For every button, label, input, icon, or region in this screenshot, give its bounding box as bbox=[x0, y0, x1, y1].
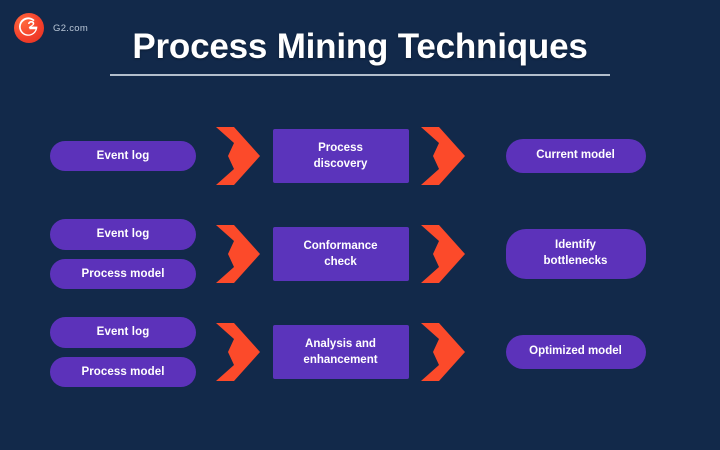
row1-inputs: Event log bbox=[50, 140, 208, 172]
row3-inputs: Event log Process model bbox=[50, 317, 208, 387]
input-pill-event-log[interactable]: Event log bbox=[50, 140, 196, 172]
input-pill-event-log[interactable]: Event log bbox=[50, 219, 196, 250]
diagram-row-conformance-check: Event log Process model Conformance chec… bbox=[50, 216, 670, 292]
row3-technique: Analysis and enhancement bbox=[268, 324, 413, 380]
row2-technique: Conformance check bbox=[268, 226, 413, 282]
input-pill-process-model[interactable]: Process model bbox=[50, 356, 196, 387]
technique-line-1: Process bbox=[318, 141, 363, 154]
row2-arrow-2 bbox=[413, 223, 473, 285]
input-pill-process-model[interactable]: Process model bbox=[50, 258, 196, 289]
chevron-right-icon bbox=[216, 323, 260, 381]
technique-line-2: enhancement bbox=[303, 354, 378, 366]
output-pill-identify-bottlenecks[interactable]: Identify bottlenecks bbox=[505, 229, 646, 279]
diagram-row-analysis-enhancement: Event log Process model Analysis and enh… bbox=[50, 314, 670, 390]
output-pill-current-model[interactable]: Current model bbox=[505, 139, 646, 173]
row1-arrow-2 bbox=[413, 125, 473, 187]
technique-line-1: Analysis and bbox=[305, 337, 376, 350]
technique-line-2: check bbox=[324, 256, 357, 268]
row2-inputs: Event log Process model bbox=[50, 219, 208, 289]
brand-name-label: G2.com bbox=[53, 22, 89, 34]
technique-box-conformance-check[interactable]: Conformance check bbox=[272, 226, 409, 282]
g2-logo-icon bbox=[14, 13, 44, 43]
output-line-1: Identify bbox=[555, 239, 596, 252]
row1-output: Current model bbox=[473, 139, 670, 173]
chevron-right-icon bbox=[421, 323, 465, 381]
chevron-right-icon bbox=[216, 225, 260, 283]
output-pill-optimized-model[interactable]: Optimized model bbox=[505, 335, 646, 369]
chevron-right-icon bbox=[421, 225, 465, 283]
technique-box-analysis-enhancement[interactable]: Analysis and enhancement bbox=[272, 324, 409, 380]
title-underline-divider bbox=[110, 74, 610, 77]
input-pill-event-log[interactable]: Event log bbox=[50, 317, 196, 348]
row1-technique: Process discovery bbox=[268, 128, 413, 184]
technique-box-process-discovery[interactable]: Process discovery bbox=[272, 128, 409, 184]
row1-arrow bbox=[208, 125, 268, 187]
row2-output: Identify bottlenecks bbox=[473, 229, 670, 279]
diagram-row-process-discovery: Event log Process discovery Current mode… bbox=[50, 118, 670, 194]
chevron-right-icon bbox=[216, 127, 260, 185]
output-line-2: bottlenecks bbox=[543, 255, 608, 267]
technique-line-2: discovery bbox=[313, 158, 368, 170]
brand-logo-group: G2.com bbox=[14, 13, 88, 43]
process-mining-diagram: Event log Process discovery Current mode… bbox=[50, 118, 670, 390]
technique-line-1: Conformance bbox=[303, 239, 378, 252]
chevron-right-icon bbox=[421, 127, 465, 185]
page-title-container: Process Mining Techniques bbox=[0, 26, 720, 77]
row3-arrow-2 bbox=[413, 321, 473, 383]
page-title: Process Mining Techniques bbox=[132, 27, 588, 66]
row3-output: Optimized model bbox=[473, 335, 670, 369]
row3-arrow bbox=[208, 321, 268, 383]
row2-arrow bbox=[208, 223, 268, 285]
